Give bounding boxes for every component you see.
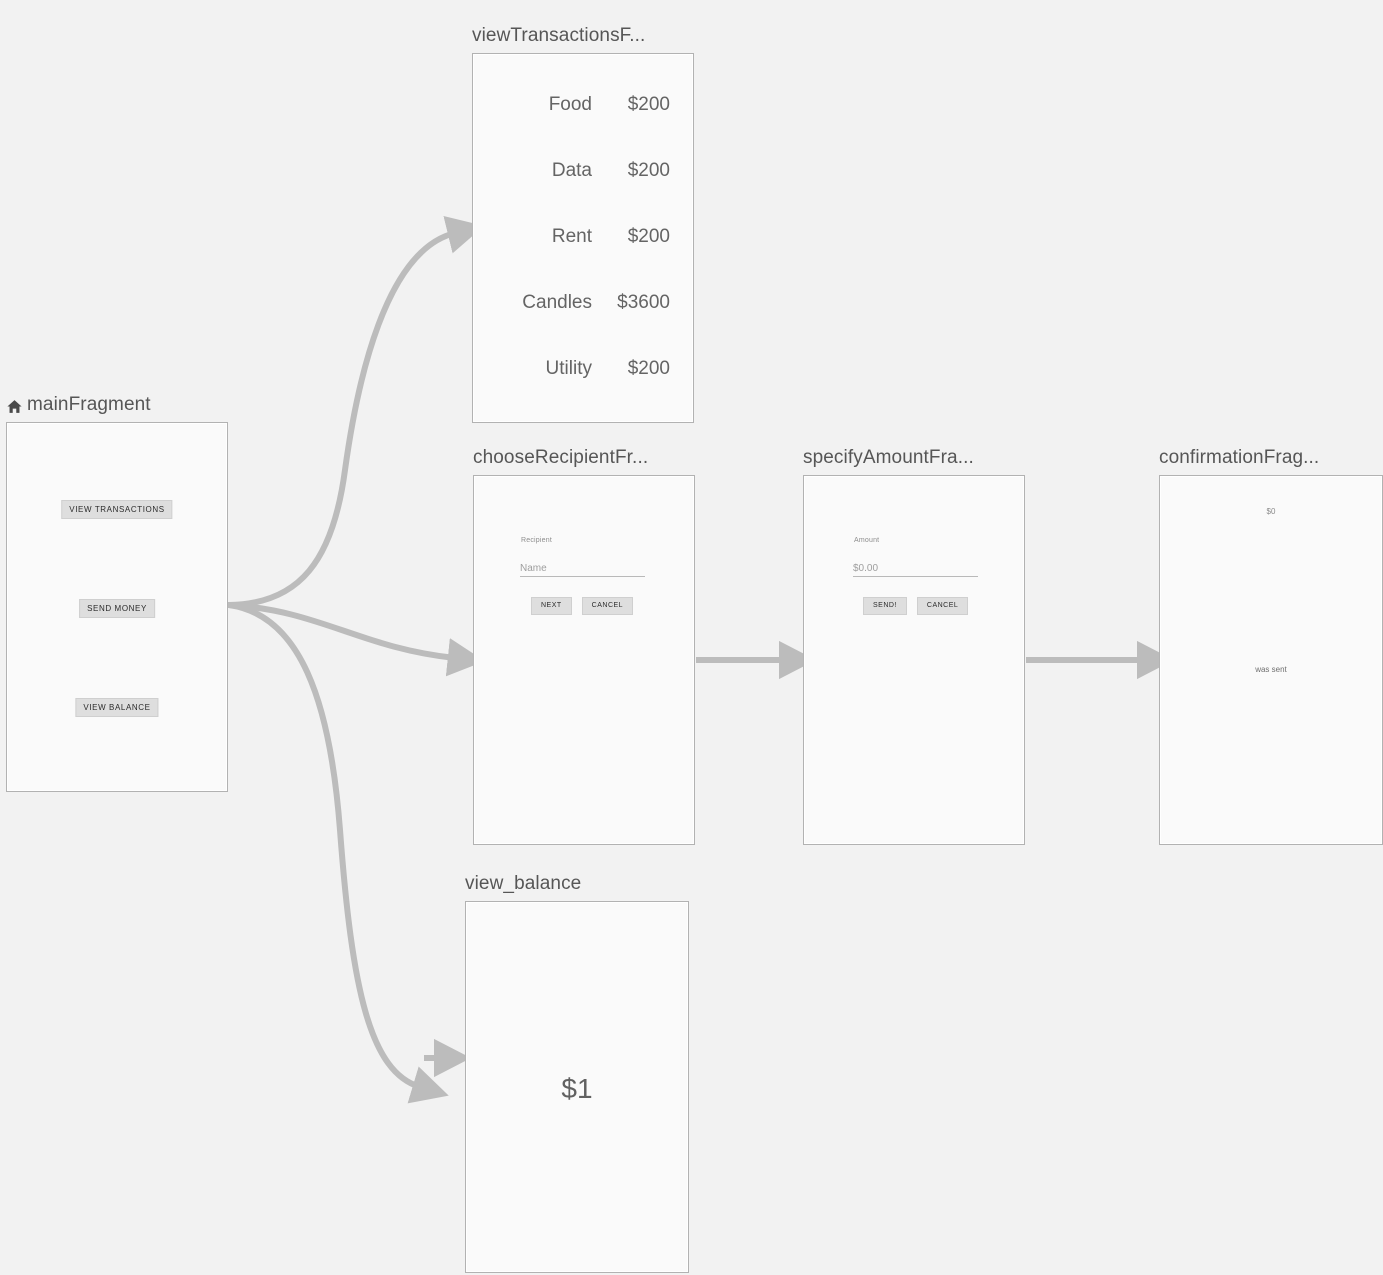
- edge-main-to-choose-recipient: [226, 602, 485, 677]
- amount-label: Amount: [854, 537, 880, 544]
- node-confirmation[interactable]: confirmationFrag... $0 was sent: [1159, 447, 1383, 845]
- main-fragment-preview: VIEW TRANSACTIONS SEND MONEY VIEW BALANC…: [6, 422, 228, 792]
- frame-view-transactions: [472, 53, 694, 423]
- transaction-name: Data: [551, 160, 592, 181]
- table-row: Rent $200: [472, 226, 694, 248]
- transaction-name: Candles: [522, 292, 592, 313]
- node-title-confirmation: confirmationFrag...: [1159, 447, 1320, 468]
- node-main-fragment[interactable]: mainFragment VIEW TRANSACTIONS SEND MONE…: [6, 394, 228, 792]
- table-row: Data $200: [472, 160, 694, 182]
- node-title-view-balance: view_balance: [465, 873, 582, 894]
- confirmation-amount: $0: [1266, 507, 1276, 516]
- balance-amount: $1: [561, 1073, 593, 1104]
- node-title-specify-amount: specifyAmountFra...: [803, 447, 974, 468]
- table-row: Food $200: [472, 94, 694, 116]
- transaction-name: Utility: [545, 358, 592, 379]
- confirmation-message: was sent: [1255, 665, 1287, 674]
- recipient-label: Recipient: [521, 537, 552, 544]
- node-title-choose-recipient: chooseRecipientFr...: [473, 447, 649, 468]
- node-view-balance[interactable]: view_balance $1: [465, 873, 689, 1273]
- recipient-input[interactable]: Name: [520, 563, 645, 577]
- cancel-button[interactable]: CANCEL: [916, 597, 969, 615]
- amount-input[interactable]: $0.00: [853, 563, 978, 577]
- frame-main-fragment: [6, 422, 228, 792]
- edge-main-to-view-transactions: [226, 216, 485, 608]
- frame-specify-amount: [803, 475, 1025, 845]
- transaction-name: Rent: [551, 226, 592, 247]
- frame-choose-recipient: [473, 475, 695, 845]
- edge-main-to-view-balance: [226, 602, 449, 1104]
- node-title-view-transactions: viewTransactionsF...: [472, 25, 646, 46]
- view-balance-button[interactable]: VIEW BALANCE: [75, 698, 159, 717]
- table-row: Candles $3600: [472, 292, 694, 314]
- transaction-amount: $200: [627, 160, 670, 181]
- transaction-name: Food: [548, 94, 592, 115]
- frame-confirmation: [1159, 475, 1383, 845]
- transaction-amount: $200: [627, 94, 670, 115]
- table-row: Utility $200: [472, 358, 694, 380]
- specify-amount-actions: SEND! CANCEL: [863, 597, 969, 615]
- node-specify-amount[interactable]: specifyAmountFra... Amount $0.00 SEND! C…: [803, 447, 1025, 845]
- transaction-amount: $3600: [617, 292, 670, 313]
- node-title-text: mainFragment: [27, 394, 151, 415]
- frame-view-balance: [465, 901, 689, 1273]
- home-icon: [6, 398, 23, 415]
- send-money-button[interactable]: SEND MONEY: [79, 599, 155, 618]
- node-choose-recipient[interactable]: chooseRecipientFr... Recipient Name NEXT…: [473, 447, 695, 845]
- node-view-transactions[interactable]: viewTransactionsF... Food $200 Data $200…: [472, 25, 694, 423]
- transaction-amount: $200: [627, 358, 670, 379]
- cancel-button[interactable]: CANCEL: [581, 597, 634, 615]
- choose-recipient-actions: NEXT CANCEL: [531, 597, 634, 615]
- view-transactions-button[interactable]: VIEW TRANSACTIONS: [61, 500, 173, 519]
- transaction-amount: $200: [627, 226, 670, 247]
- send-button[interactable]: SEND!: [863, 597, 907, 615]
- node-title-main-fragment: mainFragment: [6, 394, 151, 416]
- next-button[interactable]: NEXT: [531, 597, 572, 615]
